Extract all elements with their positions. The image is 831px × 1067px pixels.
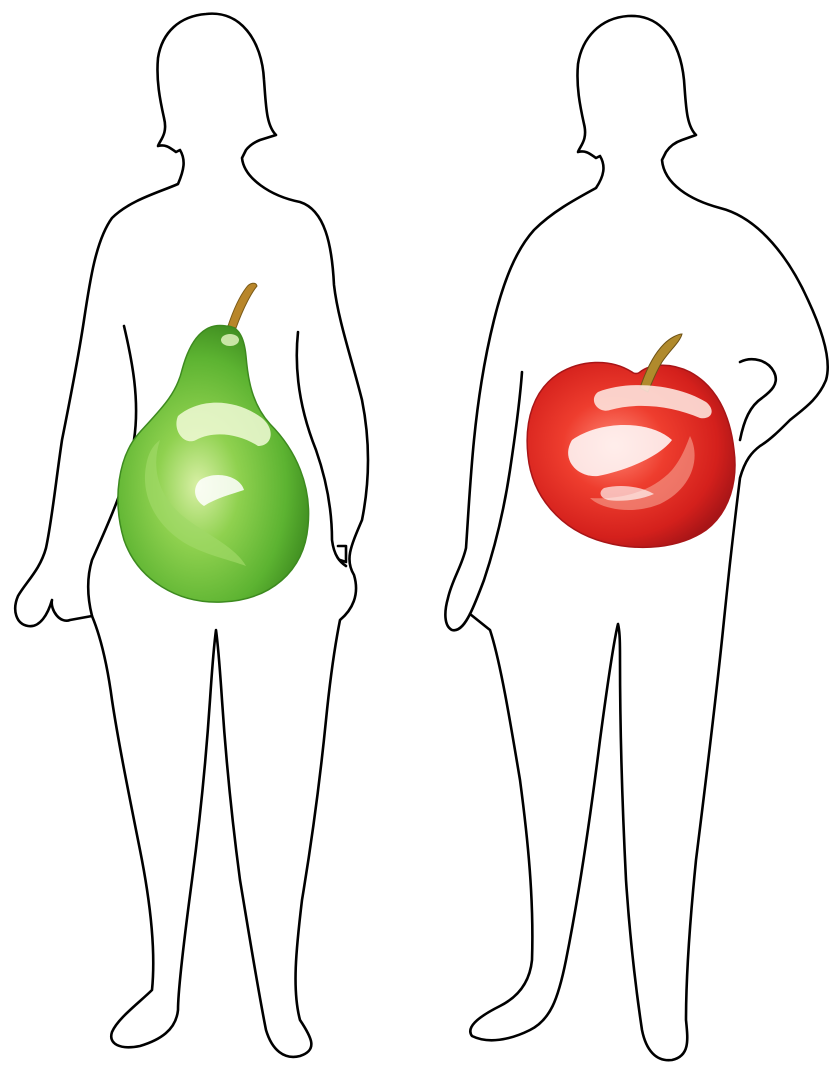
- apple-shape-figure: [445, 16, 827, 1060]
- pear-icon: [118, 283, 309, 602]
- pear-top-highlight: [221, 334, 239, 346]
- pear-stem: [228, 283, 257, 328]
- apple-figure-hand-on-hip: [740, 359, 776, 440]
- apple-icon: [527, 334, 735, 547]
- pear-shape-figure: [15, 14, 368, 1057]
- pear-figure-hand-detail: [338, 546, 346, 562]
